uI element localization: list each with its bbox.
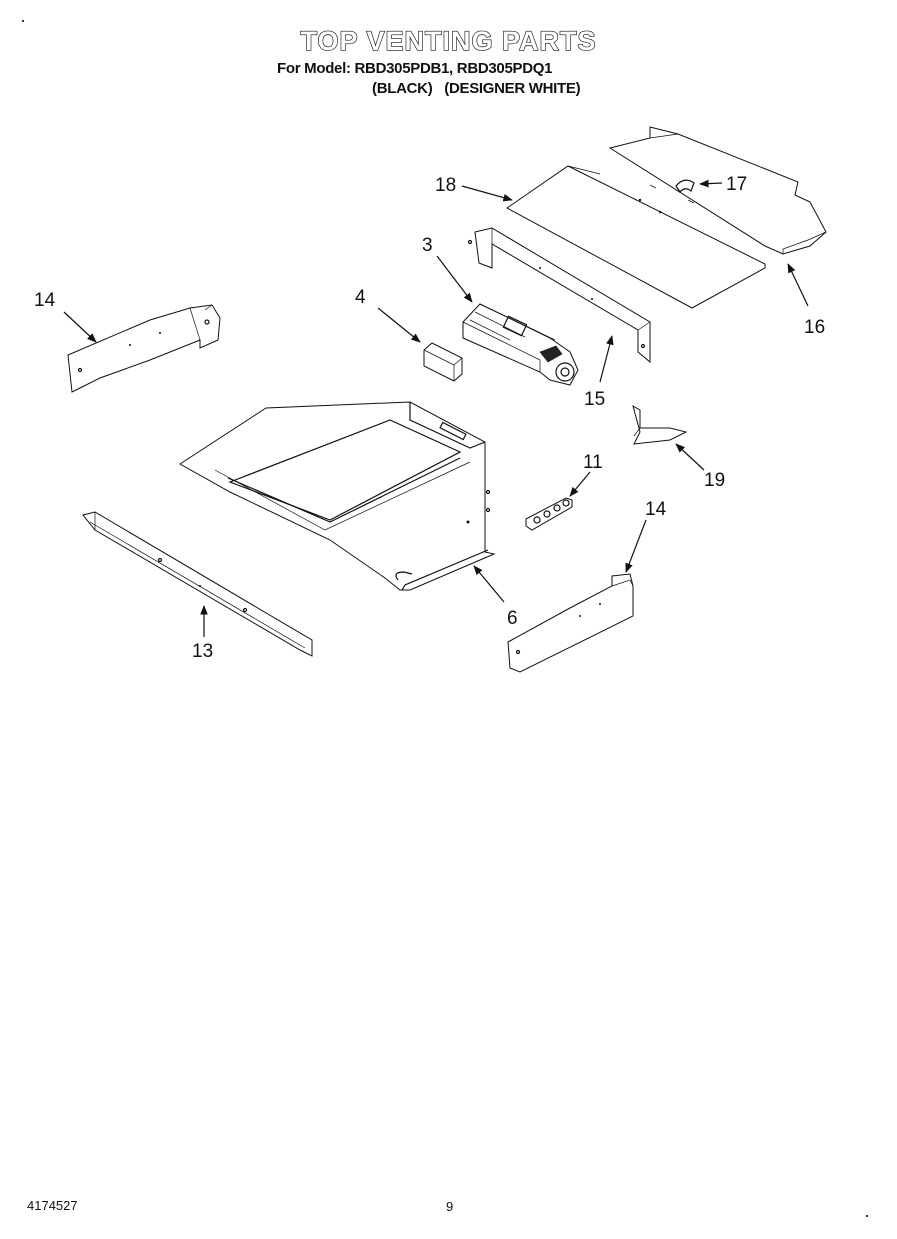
callout-16: 16 [804, 317, 825, 338]
callout-18: 18 [435, 175, 456, 196]
callout-11: 11 [583, 452, 603, 473]
callout-15: 15 [584, 389, 605, 410]
color-black: (BLACK) [372, 80, 433, 97]
part-17-clip [649, 179, 695, 204]
callout-6: 6 [507, 608, 518, 629]
scan-speck [22, 20, 24, 22]
model-colors: (BLACK) (DESIGNER WHITE) [372, 80, 588, 97]
part-11-terminal-block [525, 497, 573, 531]
part-14-right-bracket [507, 573, 634, 673]
part-18-top-panel [506, 165, 766, 309]
color-designer-white: (DESIGNER WHITE) [444, 80, 581, 97]
callout-14-left: 14 [34, 290, 56, 311]
scan-speck [866, 1215, 868, 1217]
part-16-vent-panel [608, 126, 827, 255]
part-4-block [423, 342, 463, 382]
callout-14-right: 14 [645, 499, 667, 520]
part-14-left-bracket [67, 304, 221, 393]
callout-17: 17 [726, 174, 747, 195]
page-number: 9 [446, 1199, 454, 1214]
callout-4: 4 [355, 287, 366, 308]
part-13-front-rail [82, 511, 313, 657]
callout-13: 13 [192, 641, 213, 662]
callout-3: 3 [422, 235, 433, 256]
model-line: For Model: RBD305PDB1, RBD305PDQ1 [277, 60, 553, 77]
part-15-bracket [467, 227, 651, 364]
part-6-vent-duct [179, 401, 496, 591]
part-3-blower-assembly [462, 303, 579, 386]
part-19-small-bracket [632, 404, 688, 445]
document-number: 4174527 [27, 1198, 78, 1213]
callout-19: 19 [704, 470, 725, 491]
leader-arrows [63, 179, 809, 637]
page-title: TOP VENTING PARTS [300, 25, 597, 56]
